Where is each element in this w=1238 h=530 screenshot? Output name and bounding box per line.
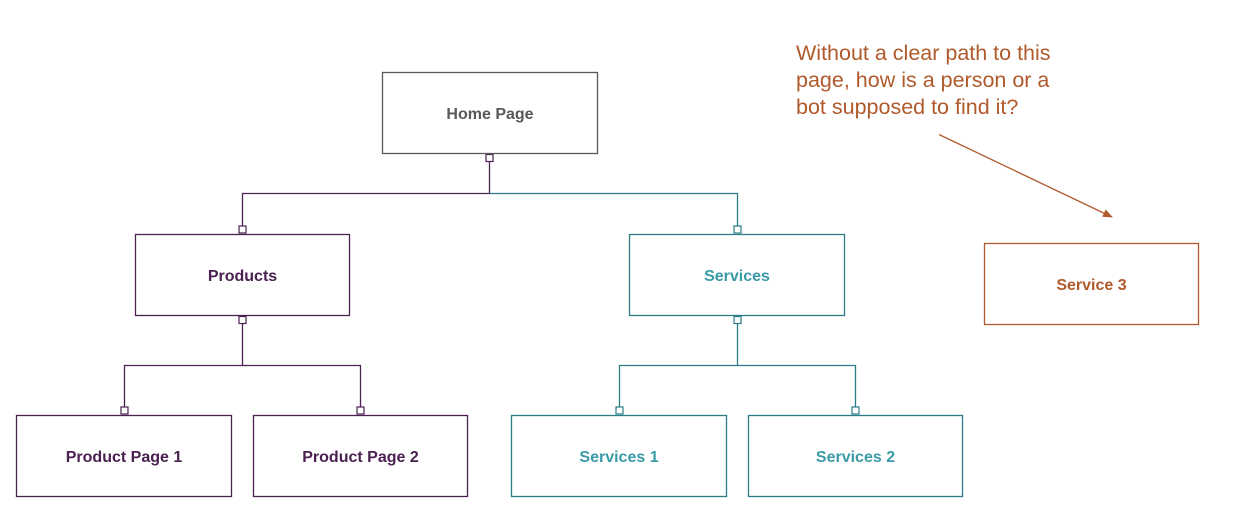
products-bottom-handle — [238, 315, 247, 325]
services-2-top-handle — [851, 406, 860, 415]
products-top-handle — [238, 225, 247, 234]
node-services-2-label: Services 2 — [816, 449, 895, 466]
node-products: Products — [134, 233, 351, 317]
node-home-page: Home Page — [381, 71, 599, 155]
node-products-label: Products — [208, 268, 277, 285]
services-to-pages-connector — [618, 324, 857, 407]
products-to-pages-connector — [123, 324, 362, 407]
node-services-label: Services — [704, 268, 770, 285]
product-page-1-top-handle — [120, 406, 129, 415]
node-service-3-label: Service 3 — [1056, 277, 1126, 294]
connector-handles — [120, 153, 860, 415]
node-services-2: Services 2 — [747, 414, 964, 498]
services-1-top-handle — [615, 406, 624, 415]
node-product-page-2-label: Product Page 2 — [302, 449, 419, 466]
product-page-2-top-handle — [356, 406, 365, 415]
node-services: Services — [628, 233, 846, 317]
home-to-services-connector — [489, 192, 739, 226]
home-to-products-connector — [241, 158, 491, 226]
node-product-page-1-label: Product Page 1 — [66, 449, 183, 466]
services-bottom-handle — [733, 315, 742, 325]
node-product-page-1: Product Page 1 — [15, 414, 233, 498]
annotation-line-1: Without a clear path to this — [796, 41, 1051, 65]
node-services-1-label: Services 1 — [579, 449, 658, 466]
annotation-arrow — [938, 133, 1113, 218]
services-top-handle — [733, 225, 742, 234]
node-service-3-orphan: Service 3 — [983, 242, 1200, 326]
node-home-page-label: Home Page — [446, 106, 533, 123]
annotation-line-3: bot supposed to find it? — [796, 95, 1018, 119]
annotation: Without a clear path to this page, how i… — [796, 41, 1113, 218]
annotation-line-2: page, how is a person or a — [796, 68, 1049, 92]
node-services-1: Services 1 — [510, 414, 728, 498]
home-bottom-handle — [485, 153, 494, 163]
node-product-page-2: Product Page 2 — [252, 414, 469, 498]
